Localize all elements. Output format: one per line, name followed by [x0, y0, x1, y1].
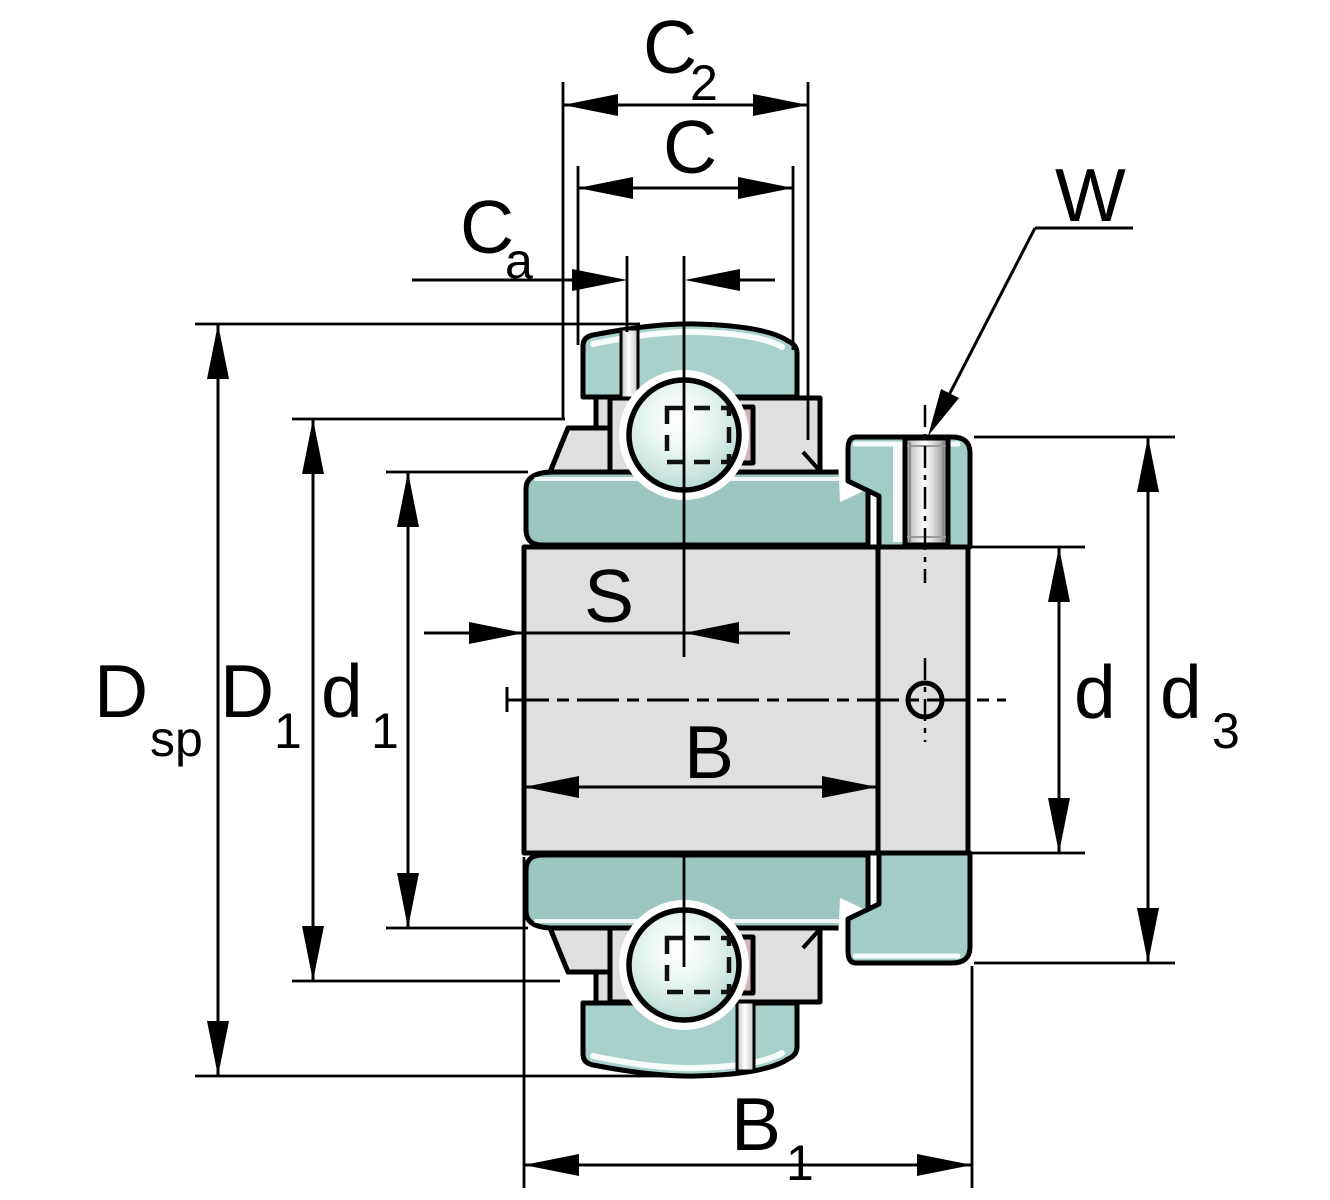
- hidden-detail-box-bottom: [664, 935, 732, 995]
- c-arrow-left: [578, 177, 633, 199]
- d1cap-arrow-top: [302, 419, 324, 474]
- b-arrow-left: [524, 776, 579, 798]
- d3-arrow-bottom: [1137, 908, 1159, 963]
- s-arrow-right: [684, 622, 739, 644]
- dome-bottom-highlight: [590, 1050, 785, 1072]
- label-ca: C: [460, 185, 514, 269]
- label-w: W: [1055, 153, 1126, 237]
- label-b: B: [684, 710, 734, 794]
- label-d1cap-sub: 1: [274, 703, 302, 759]
- dimensions: [195, 82, 1175, 1188]
- d1cap-arrow-bottom: [302, 926, 324, 981]
- d-arrow-bottom: [1048, 798, 1070, 853]
- collar-top-sheen: [893, 442, 904, 542]
- raceway-chamfer-bottom: [801, 927, 822, 950]
- dsp-arrow-top: [207, 324, 229, 379]
- label-dsp-sub: sp: [150, 711, 203, 767]
- c2-arrow-right: [753, 94, 808, 116]
- d1-arrow-bottom: [397, 873, 419, 928]
- label-b1-sub: 1: [786, 1135, 814, 1191]
- label-d1: d: [321, 649, 363, 733]
- c-arrow-right: [738, 177, 793, 199]
- label-d1cap: D: [220, 649, 274, 733]
- label-s: S: [584, 554, 634, 638]
- dimension-labels: C 2 C C a W D sp D 1 d 1 S B d d 3 B 1: [94, 5, 1240, 1191]
- flinger-lip-top: [547, 425, 615, 475]
- label-c2: C: [643, 5, 697, 89]
- outer-ring-top-band: [523, 469, 871, 548]
- label-d1-sub: 1: [371, 703, 399, 759]
- bearing-part: [505, 256, 1006, 1079]
- flinger-lip-bottom: [547, 925, 615, 975]
- label-c: C: [663, 105, 717, 189]
- locking-collar-bottom: [845, 850, 973, 966]
- label-d3-sub: 3: [1212, 703, 1240, 759]
- lube-slot-top: [619, 327, 640, 400]
- d1-arrow-top: [397, 472, 419, 527]
- b-arrow-right: [822, 776, 877, 798]
- label-b1: B: [731, 1082, 781, 1166]
- hidden-detail-box-top: [664, 405, 732, 465]
- top-raceway-assembly: [547, 321, 823, 500]
- label-d3: d: [1160, 650, 1202, 734]
- label-ca-sub: a: [505, 233, 533, 289]
- b1-arrow-right: [917, 1154, 972, 1176]
- s-arrow-left: [469, 622, 524, 644]
- bottom-raceway-assembly: [547, 900, 823, 1079]
- ca-arrow-right: [685, 269, 740, 291]
- d3-arrow-top: [1137, 437, 1159, 492]
- label-c2-sub: 2: [690, 55, 718, 111]
- label-dsp: D: [94, 649, 148, 733]
- raceway-chamfer-top: [801, 450, 822, 473]
- c2-arrow-left: [563, 94, 618, 116]
- b1-arrow-left: [524, 1154, 579, 1176]
- outer-ring-bottom-band: [523, 852, 871, 931]
- dsp-arrow-bottom: [207, 1021, 229, 1076]
- w-arrow: [928, 389, 959, 436]
- grub-screw: [902, 435, 951, 548]
- ca-arrow-left: [572, 269, 627, 291]
- d-arrow-top: [1048, 547, 1070, 602]
- lube-slot-bottom: [735, 1000, 756, 1073]
- label-d: d: [1074, 650, 1116, 734]
